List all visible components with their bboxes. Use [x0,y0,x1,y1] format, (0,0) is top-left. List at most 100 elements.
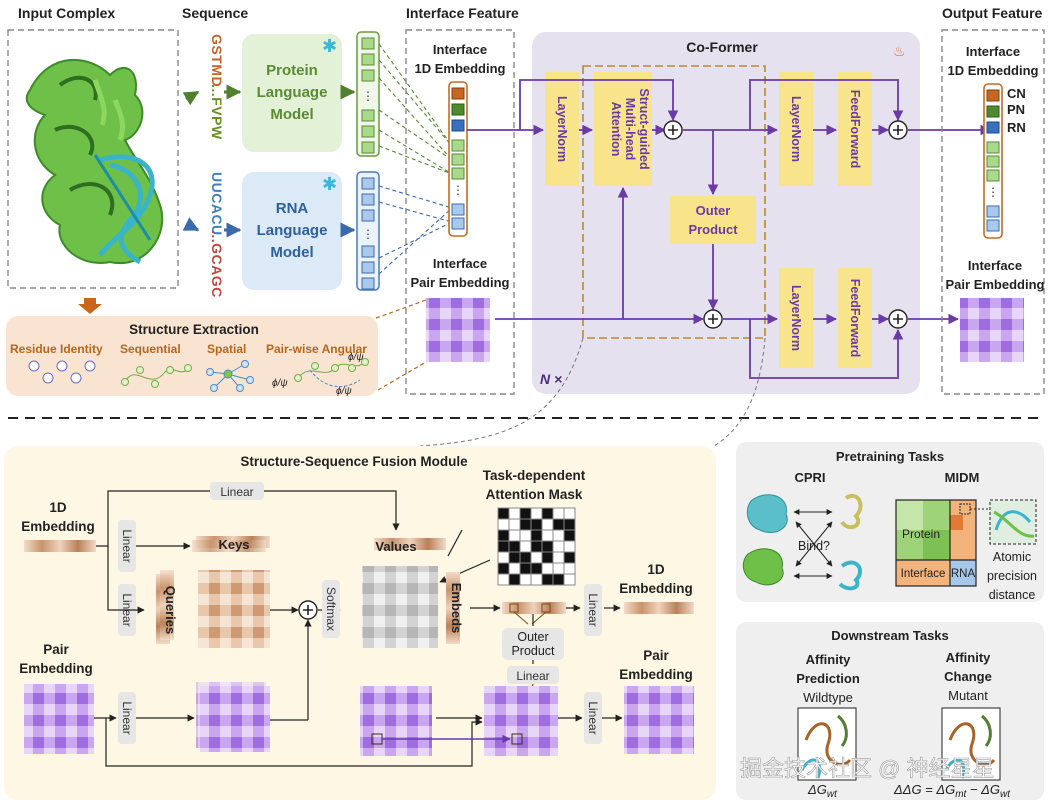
mask-label-2: Attention Mask [486,487,583,502]
out-pair-label-2: Pair Embedding [946,277,1045,292]
bind-question-label: Bind? [798,539,830,553]
keys-label: Keys [218,537,249,552]
protein-token-cell [361,69,375,82]
extraction-arrow [78,298,102,314]
cn-token-cell [451,87,465,100]
mask-cell [541,507,554,520]
feedforward-label: FeedForward [848,90,862,169]
protein-token-cell [361,53,375,66]
pretraining-panel: Pretraining Tasks CPRI MIDM Bind? [736,442,1044,602]
values-label: Values [375,539,416,554]
delta-g-wt-label: ΔGwt [807,782,838,800]
mask-cell [563,529,576,542]
spatial-graph-icon [206,360,254,392]
layernorm-pair [779,268,813,368]
linear-label: Linear [586,701,600,734]
rna-token-cell [451,203,465,216]
protein-token-cell [986,155,1000,168]
residue-identity-label: Residue Identity [10,342,103,356]
out-pair-label-1: Interface [968,258,1022,273]
protein-sequence-b: ...FVPW [209,84,225,140]
mask-cell [541,518,554,531]
linear-pair-box [118,692,136,744]
rna-token-cell [986,219,1000,232]
mask-cell [508,518,521,531]
linear-label: Linear [220,485,253,499]
outer-product-label-1: Outer [696,203,731,218]
pair-label-1: Pair [43,642,69,657]
cn-token-label: CN [1007,86,1026,101]
mask-cell [552,551,565,564]
rna-sequence-a: UUCACU [209,172,225,236]
embeds-label: Embeds [449,583,464,634]
atomic-label-3: distance [989,588,1036,602]
watermark-text: 掘金技术社区 @ 神经星星 [740,756,995,781]
mask-cell [497,551,510,564]
outpair-label-2: Embedding [619,667,693,682]
interface-feature-box [405,29,515,395]
plm-label-1: Protein [266,62,318,79]
mask-cell [519,507,532,520]
output-pair-embedding-matrix [960,298,1024,362]
protein-token-cell [451,153,465,166]
pn-token-cell [986,105,1000,118]
input-complex-box [7,29,179,289]
iface-1d-label-1: Interface [433,42,487,57]
protein-token-cell [451,139,465,152]
fusion-linear-small-box [507,666,559,684]
mutant-label: Mutant [948,688,988,703]
iface-pair-label-1: Interface [433,256,487,271]
struct-attention-box [594,72,652,186]
iface-pair-label-2: Pair Embedding [411,275,510,290]
interface-1d-embedding-column: ⋮ [448,81,468,237]
mask-cell [552,518,565,531]
protein-token-cell [986,169,1000,182]
protein-token-cell [986,141,1000,154]
output-pair-matrix [624,686,694,754]
rna-token-cell [361,193,375,206]
fusion-title: Structure-Sequence Fusion Module [240,454,468,469]
masked-attention-matrix [362,566,438,648]
rlm-label-3: Model [270,244,313,261]
softmax-box [322,580,340,638]
linear-label: Linear [516,669,549,683]
values-strip [374,538,446,550]
attention-mask-grid [497,507,576,586]
midm-matrix [895,499,1037,587]
rna-token-cell [361,245,375,258]
ddg-subscript-mt: mt [955,789,967,800]
mask-cell [497,540,510,553]
zoom-connector-left [419,337,584,447]
mask-cell [541,540,554,553]
downstream-panel: Downstream Tasks Affinity Prediction Wil… [736,622,1044,800]
linear-1d-out-box [584,584,602,636]
protein-token-cell [451,167,465,180]
mask-cell [530,507,543,520]
plm-label-3: Model [270,106,313,123]
sequence-title: Sequence [182,5,248,21]
mask-cell [530,540,543,553]
delta-delta-g-label: ΔΔG = ΔGmt − ΔGwt [893,782,1011,800]
complex-to-protein-seq-arrow [182,90,200,106]
mask-cell [563,562,576,575]
linear-values-box [210,482,264,500]
fusion-outer-label-2: Product [511,644,555,658]
input-complex-title: Input Complex [18,5,115,21]
affinity-pred-label-1: Affinity [806,652,852,667]
structure-extraction-title: Structure Extraction [129,322,259,337]
coformer-title: Co-Former [686,39,758,55]
fusion-region-dashed [582,65,766,339]
layernorm-label: LayerNorm [789,96,803,162]
mask-cell [508,507,521,520]
atomic-label-2: precision [987,569,1037,583]
sequential-graph-icon [121,364,192,388]
queries-label: Queries [163,586,178,634]
delta-g-wt-subscript: wt [827,789,838,800]
cpri-protein-icons [742,494,863,591]
protein-embedding-column: ⋮ [356,31,380,157]
coformer-repeat-label: N × [540,371,562,387]
ddg-subscript-wt: wt [1000,789,1011,800]
layernorm-label: LayerNorm [555,96,569,162]
layernorm-1d-1 [545,72,579,186]
